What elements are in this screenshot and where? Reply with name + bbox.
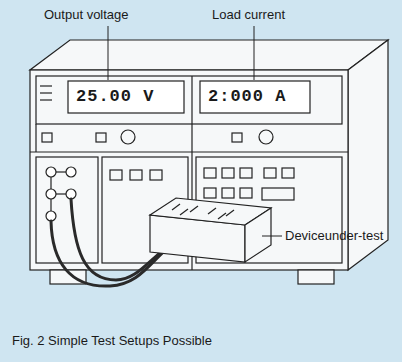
cabinet <box>30 40 388 284</box>
figure-caption: Fig. 2 Simple Test Setups Possible <box>12 334 212 348</box>
part-label: Load current <box>212 8 285 22</box>
display-reading: 25.00 V <box>76 88 154 107</box>
display-reading: 2:000 A <box>208 88 286 107</box>
part-label: Deviceunder-test <box>285 229 383 243</box>
device-under-test <box>150 198 271 262</box>
part-label: Output voltage <box>44 8 129 22</box>
leader-lines <box>108 26 282 236</box>
